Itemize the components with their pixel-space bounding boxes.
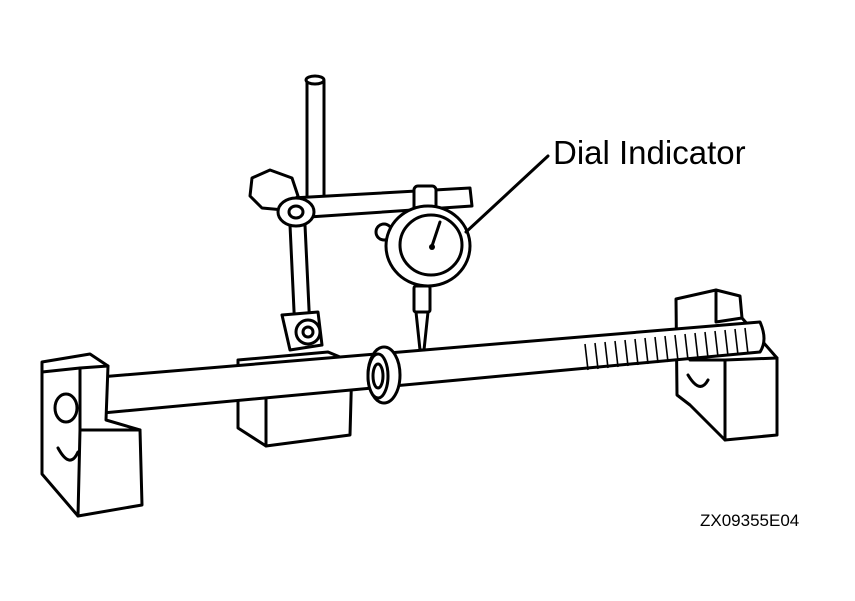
- left-v-block: [40, 352, 144, 518]
- dial-indicator: [384, 204, 472, 352]
- dial-indicator-label: Dial Indicator: [553, 134, 746, 171]
- threaded-section: [584, 327, 749, 371]
- shaft-collar: [366, 345, 402, 405]
- callout-leader-line: [464, 154, 550, 234]
- right-v-block: [674, 288, 779, 442]
- figure-code: ZX09355E04: [700, 511, 800, 530]
